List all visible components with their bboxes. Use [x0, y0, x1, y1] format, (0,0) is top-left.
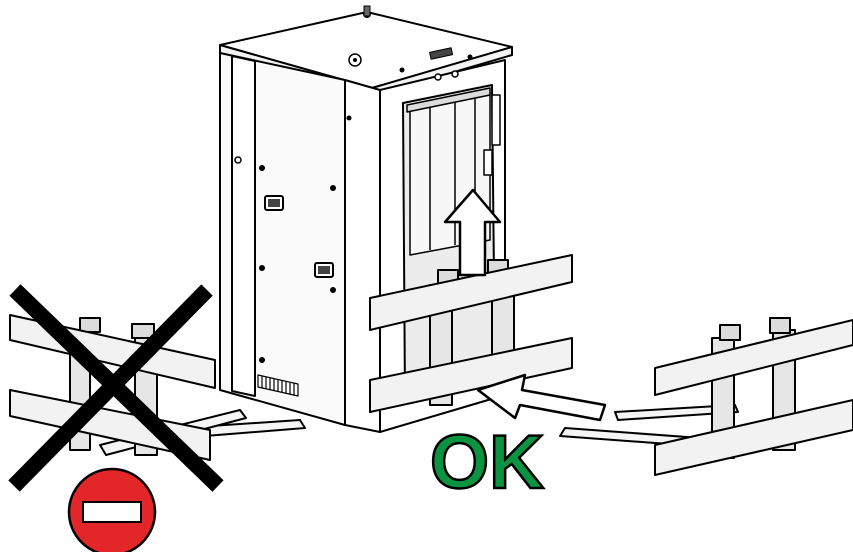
boiler-unit [219, 5, 513, 433]
vent-grille [257, 374, 299, 397]
forklift-correct-inserted [369, 254, 573, 413]
forklift-approaching [559, 317, 853, 476]
arrow-up-icon [443, 188, 502, 277]
cross-mark-icon [8, 284, 224, 492]
ok-label: OK [430, 420, 544, 505]
no-entry-icon [67, 467, 157, 552]
arrow-left-icon [476, 373, 607, 422]
